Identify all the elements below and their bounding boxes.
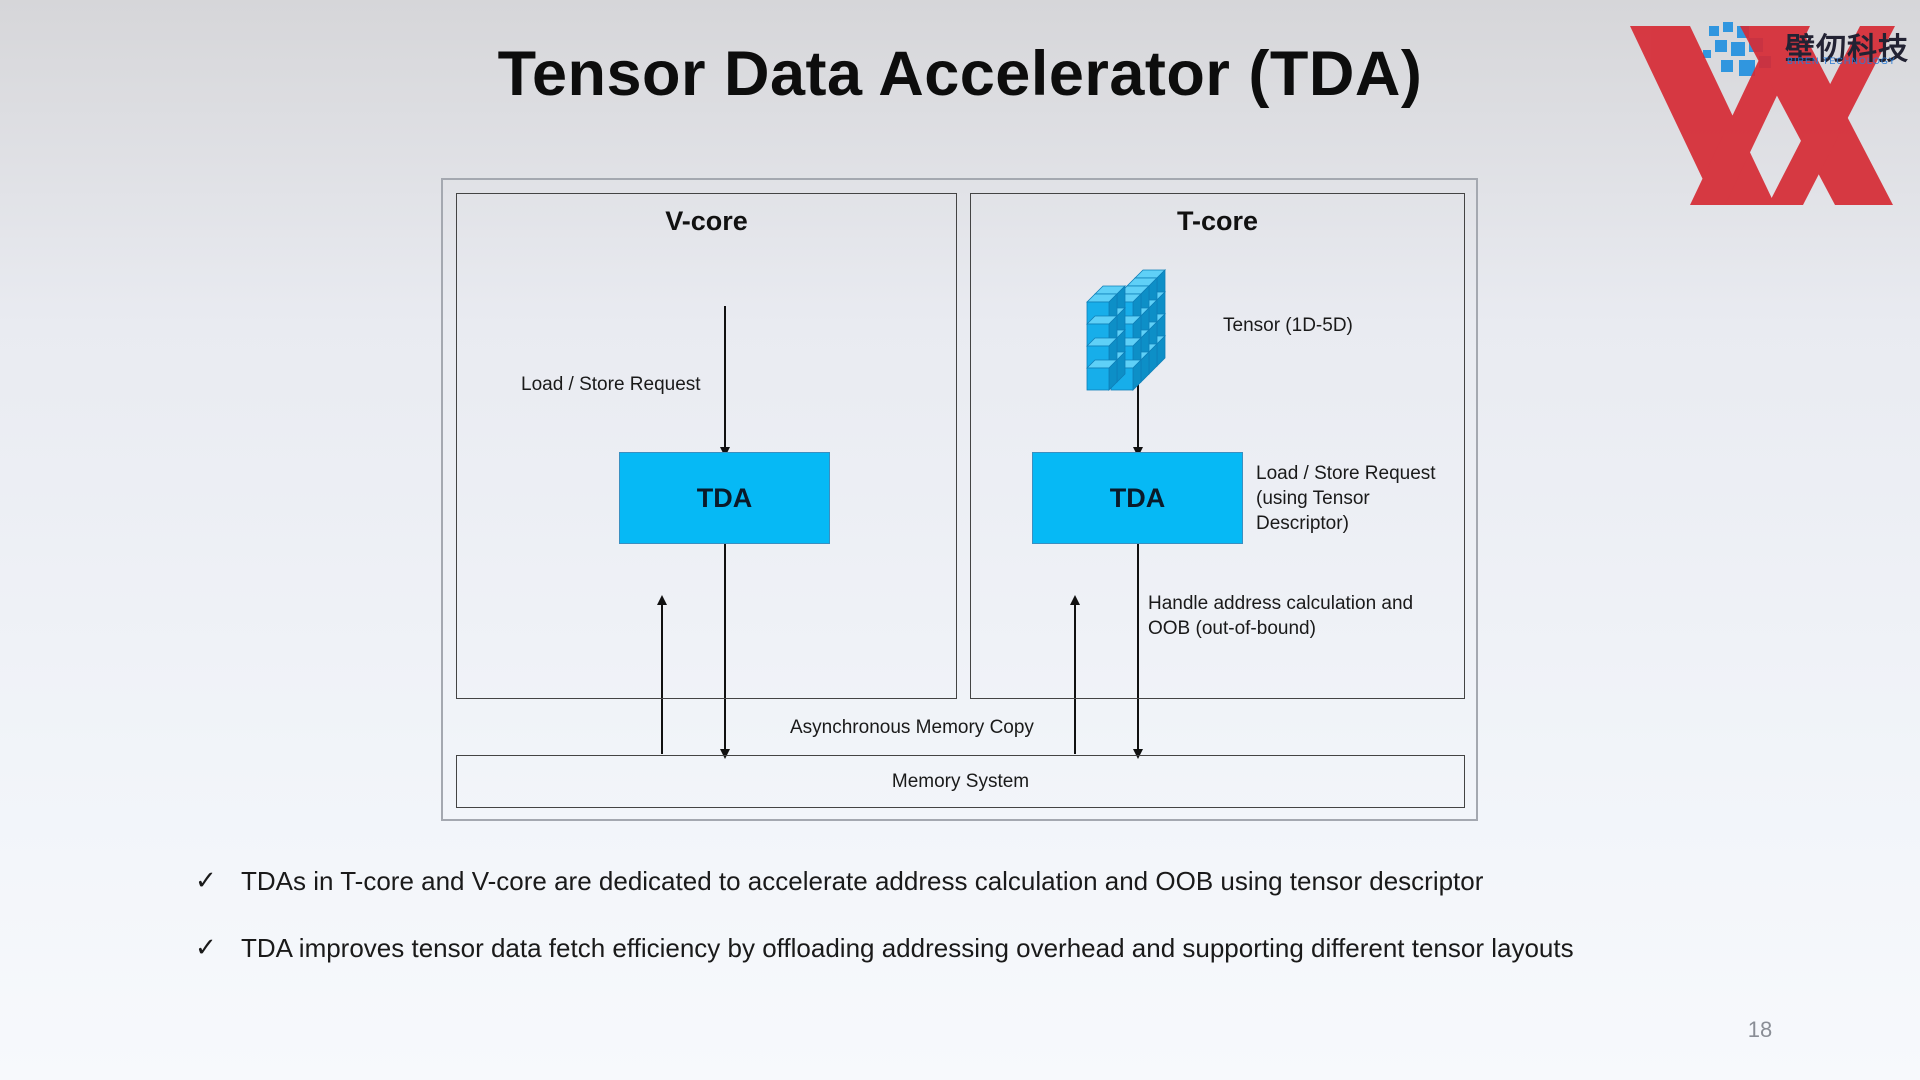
- logo-subtext: BIREN TECHNOLOGY: [1787, 56, 1896, 66]
- vcore-title: V-core: [665, 206, 748, 236]
- tcore-box: T-core: [970, 193, 1465, 699]
- check-icon: ✓: [195, 933, 217, 963]
- logo-text: 壁仞科技: [1785, 32, 1909, 67]
- vcore-request-label: Load / Store Request: [521, 374, 701, 395]
- company-logo: 壁仞科技 BIREN TECHNOLOGY: [1625, 20, 1908, 210]
- memory-system-box: Memory System: [456, 755, 1465, 808]
- handle-address-label: Handle address calculation and OOB (out-…: [1148, 593, 1414, 639]
- page-number: 18: [1747, 1017, 1773, 1042]
- slide-title: Tensor Data Accelerator (TDA): [497, 39, 1423, 109]
- tcore-request-label: Load / Store Request (using Tensor Descr…: [1256, 463, 1436, 534]
- tda-diagram: V-core T-core Load / Store Request TDA T…: [441, 178, 1478, 821]
- tcore-title: T-core: [1176, 206, 1259, 236]
- async-copy-label: Asynchronous Memory Copy: [790, 717, 1034, 738]
- vcore-box: V-core: [456, 193, 957, 699]
- tensor-label: Tensor (1D-5D): [1223, 315, 1353, 336]
- vcore-tda-block: TDA: [619, 452, 830, 544]
- check-icon: ✓: [195, 866, 217, 896]
- logo-mark-icon: [1630, 22, 1895, 205]
- tcore-tda-block: TDA: [1032, 452, 1243, 544]
- diagram-arrows: [657, 269, 1166, 759]
